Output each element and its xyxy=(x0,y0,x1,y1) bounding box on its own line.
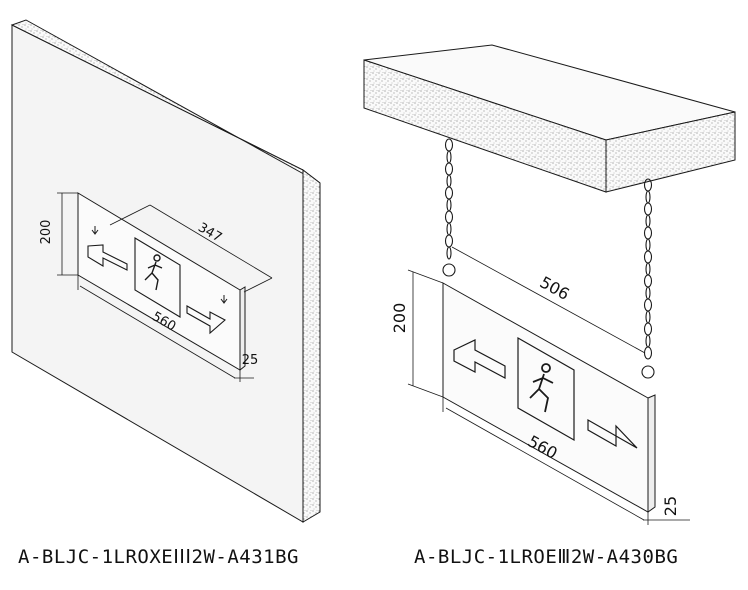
wall-side xyxy=(302,168,321,523)
left-chain xyxy=(442,138,456,277)
left-dim-25: 25 xyxy=(242,353,259,368)
right-caption: A-BLJC-1LROEⅢ2W-A430BG xyxy=(414,546,679,568)
left-wall-mount-drawing xyxy=(10,19,321,523)
right-sign-runner-box xyxy=(517,336,575,442)
right-sign-arrow-right xyxy=(587,418,638,449)
right-sign-panel xyxy=(442,282,649,513)
left-dim-200: 200 xyxy=(39,220,54,245)
running-man-icon-large xyxy=(529,363,554,413)
ceiling-slab-side xyxy=(605,111,736,193)
right-dim-200: 200 xyxy=(390,303,409,334)
left-caption: A-BLJC-1LROXEⅠⅠⅠ2W-A431BG xyxy=(18,546,299,568)
right-dim-25: 25 xyxy=(661,496,680,516)
right-suspended-drawing xyxy=(363,44,736,525)
left-sign-arrow-right xyxy=(186,305,226,335)
right-chain xyxy=(641,178,655,379)
left-sign-edge xyxy=(239,286,246,372)
left-sign-runner-box xyxy=(134,237,181,318)
right-sign-arrow-left xyxy=(453,339,506,379)
running-man-icon xyxy=(144,254,163,291)
right-dim-506: 506 xyxy=(537,272,573,303)
left-sign-arrow-left xyxy=(87,244,128,271)
right-sign-edge xyxy=(647,394,656,513)
